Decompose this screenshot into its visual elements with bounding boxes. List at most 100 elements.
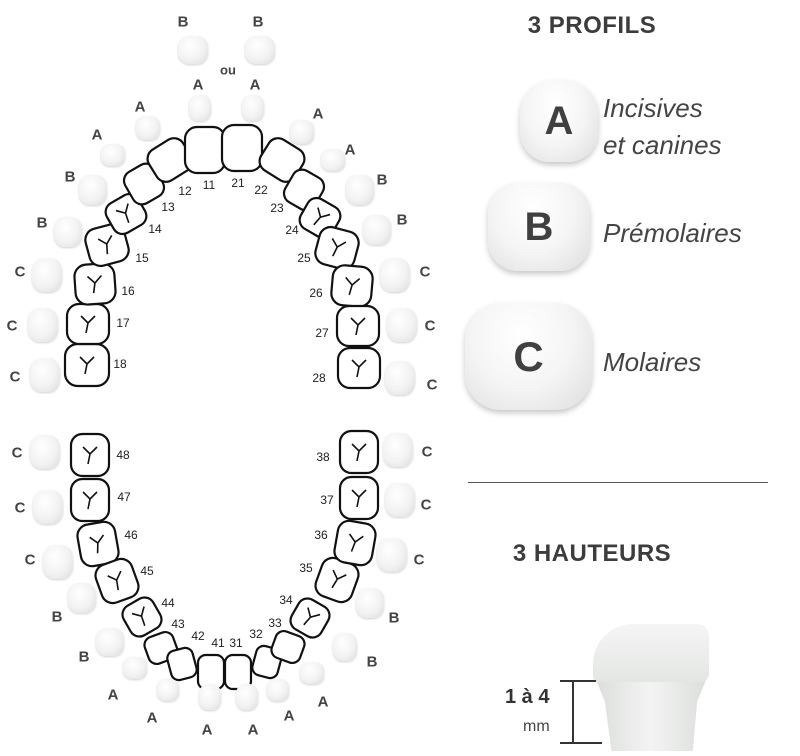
healing-cap-c [385,483,415,517]
tooth-17 [65,302,111,346]
cap-profile-letter: C [424,317,436,335]
cap-profile-letter: A [312,105,324,123]
profile-label-line: et canines [603,130,722,160]
cap-profile-letter: C [14,263,26,281]
cap-profile-letter: C [11,444,23,462]
tooth-number: 23 [270,201,284,215]
fissure-mark [351,443,367,462]
cap-profile-letter: A [317,693,329,711]
healing-cap-b [245,36,275,64]
cap-profile-letter: B [64,168,76,186]
abutment-body [596,680,706,751]
cap-profile-letter: B [366,653,378,671]
cap-profile-letter: B [51,608,63,626]
cap-profile-letter: B [78,648,90,666]
tooth-number: 47 [117,490,131,504]
tooth-outline [166,646,198,682]
healing-cap-c [385,361,415,395]
healing-cap-b [363,215,391,245]
fissure-mark [97,235,113,255]
tooth-number: 18 [113,357,127,371]
healing-cap-a [300,662,324,684]
cap-profile-letter: C [420,496,432,514]
tooth-37 [338,475,380,521]
fissure-mark [331,238,347,257]
fissure-mark [86,275,103,294]
healing-cap-a [242,95,264,121]
tooth-outline [183,125,227,175]
healing-cap-b [96,628,124,656]
tooth-38 [338,429,380,475]
tooth-36 [333,519,377,567]
abutment-head [593,624,709,682]
cap-profile-letter: C [24,551,36,569]
fissure-mark [313,207,331,226]
section-divider [468,482,768,483]
cap-profile-letter: C [426,376,438,394]
tooth-11 [183,125,227,175]
healing-cap-b [68,583,96,613]
fissure-mark [331,569,347,589]
healing-cap-b [356,588,384,618]
healing-cap-b [79,175,107,205]
fissure-mark [348,533,364,552]
cap-profile-letter: A [107,686,119,704]
tooth-number: 48 [116,448,130,462]
profile-label-molars: Molaires [603,347,702,377]
tooth-34 [289,597,331,639]
cap-profile-letter: A [249,76,261,94]
healing-cap-c [43,545,73,579]
healing-cap-a [157,679,179,701]
fissure-mark [345,276,361,296]
healing-cap-a [101,144,125,166]
cap-profile-letter: C [419,263,431,281]
cap-profile-letter: A [201,721,213,739]
profile-letter: A [544,98,574,143]
fissure-mark [82,446,98,465]
tooth-number: 21 [231,176,245,190]
tooth-number: 38 [316,450,330,464]
fissure-mark [131,606,146,627]
cap-profile-letter: B [388,609,400,627]
tooth-number: 28 [312,371,326,385]
fissure-mark [82,491,98,510]
profile-label-premolars: Prémolaires [603,218,742,248]
height-range: 1 à 4 [505,686,550,708]
healing-cap-c [28,308,58,342]
healing-cap-b [346,175,374,205]
cap-profile-letter: A [247,721,259,739]
tooth-18 [63,342,111,388]
cap-profile-letter: C [14,499,26,517]
tooth-outline [270,629,306,665]
cap-profile-letter: A [146,709,158,727]
healing-cap-a [236,684,258,710]
tooth-number: 22 [254,183,268,197]
tooth-27 [335,304,381,348]
profile-cap-c: C [465,303,592,410]
tooth-45 [94,557,140,605]
profile-label-line: Incisives [603,93,703,123]
tooth-number: 41 [211,636,225,650]
tooth-21 [220,123,264,173]
tooth-16 [73,262,117,306]
fissure-mark [79,356,95,375]
healing-cap-c [380,258,410,292]
tooth-28 [336,346,382,390]
or-label: ou [220,62,236,78]
cap-profile-letter: B [36,214,48,232]
tooth-14 [104,192,148,236]
healing-cap-a [290,120,314,144]
tooth-number: 11 [202,178,216,192]
teeth-outline-layer [63,123,382,691]
cap-profile-letter: C [6,317,18,335]
healing-cap-a [189,95,211,121]
tooth-number: 32 [249,627,263,641]
tooth-47 [69,477,111,523]
cap-profile-letter: A [283,707,295,725]
tooth-number: 12 [178,184,192,198]
healing-cap-a [199,684,221,710]
healing-cap-a [321,149,345,171]
height-unit: mm [523,718,550,735]
fissure-mark [351,359,367,378]
